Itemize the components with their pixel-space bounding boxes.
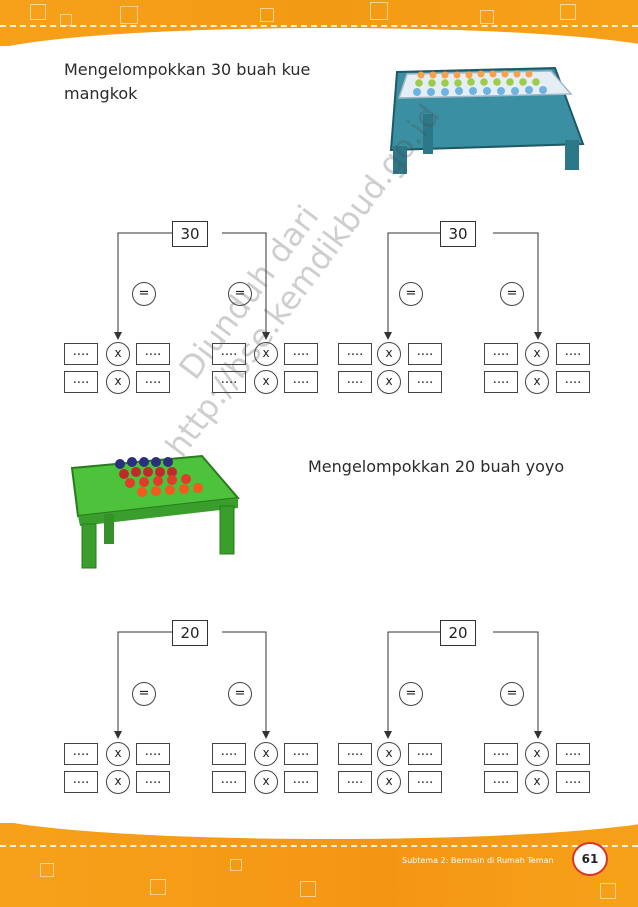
blank-field[interactable]: .... [338, 371, 372, 393]
equals-circle: = [228, 682, 252, 706]
blank-field[interactable]: .... [64, 743, 98, 765]
blank-field[interactable]: .... [408, 743, 442, 765]
blank-field[interactable]: .... [284, 371, 318, 393]
blank-field[interactable]: .... [136, 343, 170, 365]
blank-field[interactable]: .... [556, 743, 590, 765]
footer-curve [0, 823, 638, 839]
decor-square [560, 4, 576, 20]
blank-field[interactable]: .... [556, 371, 590, 393]
blank-field[interactable]: .... [284, 771, 318, 793]
decor-square [300, 881, 316, 897]
times-circle: x [254, 742, 278, 766]
blank-field[interactable]: .... [64, 343, 98, 365]
cupcake-table-illustration [389, 66, 585, 174]
blank-field[interactable]: .... [64, 371, 98, 393]
decor-square [150, 879, 166, 895]
decor-square [230, 859, 242, 871]
section1-heading: Mengelompokkan 30 buah kue mangkok [64, 60, 311, 103]
blank-field[interactable]: .... [484, 743, 518, 765]
total-box: 30 [440, 221, 476, 247]
decor-square [480, 10, 494, 24]
times-circle: x [377, 770, 401, 794]
times-circle: x [377, 342, 401, 366]
blank-field[interactable]: .... [556, 343, 590, 365]
times-circle: x [254, 342, 278, 366]
decor-square [40, 863, 54, 877]
decor-square [120, 6, 138, 24]
times-circle: x [525, 342, 549, 366]
blank-field[interactable]: .... [484, 771, 518, 793]
section2-heading: Mengelompokkan 20 buah yoyo [308, 457, 565, 476]
times-circle: x [377, 370, 401, 394]
decor-square [30, 4, 46, 20]
header-dashed-line [0, 25, 638, 27]
total-box: 20 [172, 620, 208, 646]
equals-circle: = [132, 282, 156, 306]
blank-field[interactable]: .... [284, 343, 318, 365]
total-box: 30 [172, 221, 208, 247]
blank-field[interactable]: .... [212, 771, 246, 793]
decor-square [600, 883, 616, 899]
blank-field[interactable]: .... [556, 771, 590, 793]
equals-circle: = [132, 682, 156, 706]
header-band [0, 0, 638, 46]
yoyo-table-illustration [70, 454, 240, 569]
times-circle: x [254, 770, 278, 794]
blank-field[interactable]: .... [136, 771, 170, 793]
blank-field[interactable]: .... [408, 371, 442, 393]
equals-circle: = [500, 682, 524, 706]
equals-circle: = [399, 282, 423, 306]
blank-field[interactable]: .... [212, 743, 246, 765]
times-circle: x [525, 370, 549, 394]
total-box: 20 [440, 620, 476, 646]
footer-dashed-line [0, 845, 638, 847]
times-circle: x [525, 742, 549, 766]
blank-field[interactable]: .... [338, 743, 372, 765]
blank-field[interactable]: .... [136, 371, 170, 393]
times-circle: x [525, 770, 549, 794]
times-circle: x [106, 770, 130, 794]
blank-field[interactable]: .... [212, 371, 246, 393]
times-circle: x [254, 370, 278, 394]
equals-circle: = [399, 682, 423, 706]
blank-field[interactable]: .... [284, 743, 318, 765]
decor-square [370, 2, 388, 20]
blank-field[interactable]: .... [212, 343, 246, 365]
blank-field[interactable]: .... [338, 771, 372, 793]
decor-square [260, 8, 274, 22]
blank-field[interactable]: .... [64, 771, 98, 793]
blank-field[interactable]: .... [408, 771, 442, 793]
times-circle: x [106, 742, 130, 766]
footer-band [0, 823, 638, 907]
times-circle: x [106, 342, 130, 366]
blank-field[interactable]: .... [408, 343, 442, 365]
equals-circle: = [228, 282, 252, 306]
page-number: 61 [572, 842, 608, 876]
footer-subtheme: Subtema 2: Bermain di Rumah Teman [402, 856, 554, 865]
times-circle: x [106, 370, 130, 394]
equals-circle: = [500, 282, 524, 306]
times-circle: x [377, 742, 401, 766]
blank-field[interactable]: .... [136, 743, 170, 765]
blank-field[interactable]: .... [338, 343, 372, 365]
header-curve [0, 28, 638, 46]
blank-field[interactable]: .... [484, 343, 518, 365]
blank-field[interactable]: .... [484, 371, 518, 393]
